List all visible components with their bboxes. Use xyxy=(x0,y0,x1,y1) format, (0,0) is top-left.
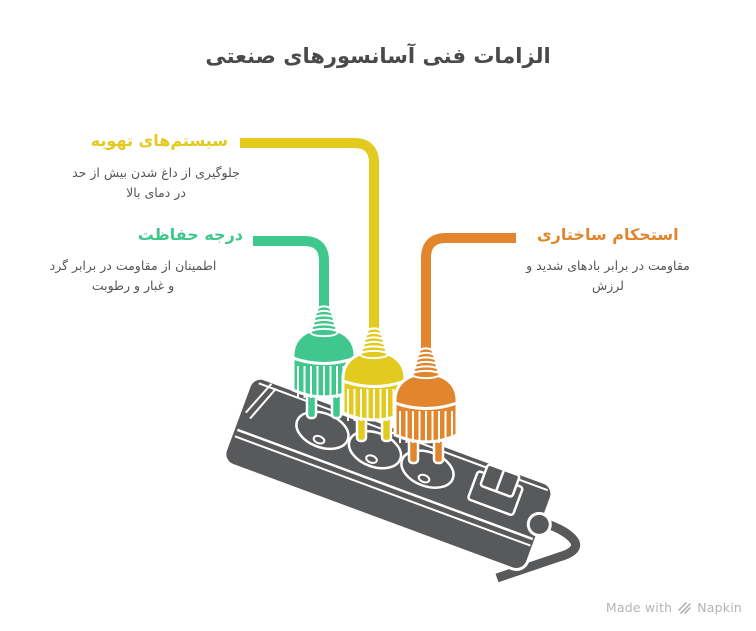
label-protection-description: اطمینان از مقاومت در برابر گرد و غبار و … xyxy=(49,258,217,293)
cable-protection xyxy=(253,236,329,310)
label-ventilation-heading: سیستم‌های تهویه xyxy=(90,131,228,150)
plug-ribs xyxy=(399,411,453,443)
cable-ventilation xyxy=(240,138,379,332)
label-protection-heading: درجه حفاظت xyxy=(137,225,243,244)
napkin-logo-icon xyxy=(678,601,692,614)
plug-strain-relief xyxy=(359,327,389,360)
napkin-brand-text: Napkin xyxy=(697,600,742,615)
strip-face-seam-2 xyxy=(234,435,531,547)
label-ventilation-description: جلوگیری از داغ شدن بیش از حد در دمای بال… xyxy=(72,165,240,200)
plug-ventilation xyxy=(341,327,407,443)
plug-protection xyxy=(291,305,357,420)
plug-band-seam xyxy=(342,379,406,388)
power-strip xyxy=(223,376,554,571)
cable-structural xyxy=(421,233,516,352)
strip-face-seam-1 xyxy=(236,428,534,541)
plug-band-seam xyxy=(394,401,458,410)
plug-structural xyxy=(393,347,459,465)
napkin-badge[interactable]: Made with Napkin xyxy=(606,600,742,615)
made-with-text: Made with xyxy=(605,600,673,615)
strip-end-bevel-2 xyxy=(249,387,277,420)
label-structural-description: مقاومت در برابر بادهای شدید و لرزش xyxy=(526,258,690,293)
socket-1 xyxy=(295,410,350,451)
plug-dome xyxy=(393,372,459,410)
plug-strain-relief xyxy=(309,305,339,338)
strip-end-bevel-1 xyxy=(245,383,273,414)
power-cord xyxy=(495,518,581,583)
plug-strain-relief xyxy=(411,347,441,380)
power-switch xyxy=(467,463,524,517)
page-title: الزامات فنی آسانسورهای صنعتی xyxy=(205,44,551,68)
label-structural-heading: استحکام ساختاری xyxy=(537,225,679,244)
cord-grommet xyxy=(526,511,552,537)
